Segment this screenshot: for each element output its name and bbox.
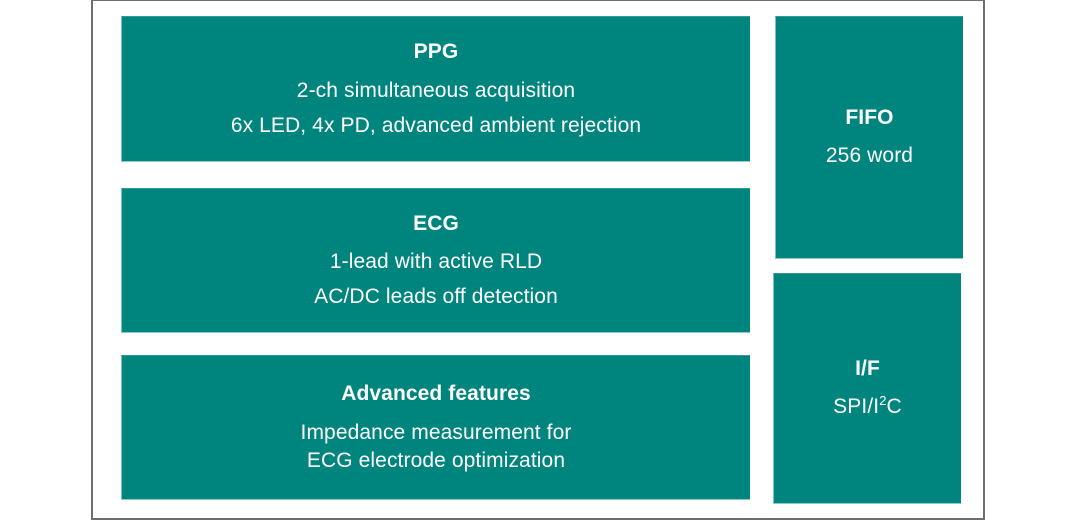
block-interface-line-suffix: C [886, 395, 902, 419]
block-ecg-title: ECG [413, 211, 459, 235]
block-ppg[interactable]: PPG 2-ch simultaneous acquisition 6x LED… [121, 16, 750, 162]
block-advanced-features-line-2: ECG electrode optimization [306, 448, 566, 472]
block-ecg-line-1: 1-lead with active RLD [329, 250, 543, 274]
block-interface-title: I/F [855, 357, 880, 381]
block-interface-line-prefix: SPI/I [833, 395, 880, 419]
block-advanced-features-line-1: Impedance measurement for [300, 421, 572, 445]
block-interface-line-superscript: 2 [879, 393, 887, 409]
block-ecg-line-2: AC/DC leads off detection [314, 284, 558, 308]
block-interface-line-1: SPI/I2C [833, 394, 902, 420]
block-interface[interactable]: I/F SPI/I2C [773, 273, 961, 504]
diagram-frame: PPG 2-ch simultaneous acquisition 6x LED… [91, 0, 985, 520]
block-fifo[interactable]: FIFO 256 word [775, 16, 963, 259]
block-ecg[interactable]: ECG 1-lead with active RLD AC/DC leads o… [121, 188, 750, 333]
block-fifo-title: FIFO [845, 106, 894, 130]
block-advanced-features[interactable]: Advanced features Impedance measurement … [121, 355, 750, 500]
block-ppg-line-2: 6x LED, 4x PD, advanced ambient rejectio… [230, 113, 642, 137]
block-ppg-title: PPG [413, 39, 459, 63]
block-ppg-line-1: 2-ch simultaneous acquisition [296, 79, 576, 103]
block-advanced-features-title: Advanced features [341, 381, 531, 405]
block-fifo-line-1: 256 word [825, 144, 914, 168]
